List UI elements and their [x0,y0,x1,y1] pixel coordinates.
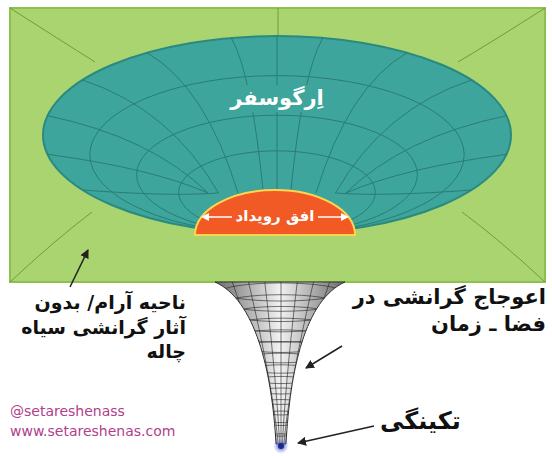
leader-line [306,346,342,368]
plane-grid [10,8,545,282]
singularity-glow [273,438,289,454]
ergosphere-region: اِرگوسفر افق رویداد [42,35,512,235]
funnel-mesh [216,282,346,446]
watermark: www.setareshenas.com [10,422,230,440]
leader-line [70,250,88,287]
ergosphere-ellipse [43,36,511,234]
arrow-head [201,213,209,221]
region-label: افق رویداد [232,207,319,227]
ergosphere-grid [48,37,507,234]
watermark: @setareshenass [10,402,210,420]
event-horizon: افق رویداد [195,190,355,235]
event-horizon-dome [195,190,355,235]
singularity-point [278,443,284,449]
flat-spacetime-plane [10,8,545,282]
region-label: اِرگوسفر [226,85,328,112]
region-callout: تکینگی [380,406,461,437]
leader-line [298,426,374,443]
gravity-well-funnel [215,282,345,444]
arrow-head [341,213,349,221]
region-callout: اعوجاج گرانشی در فضا ـ زمان [340,284,546,339]
region-callout: ناحیه آرام/ بدون آثار گرانشی سیاه چاله [8,290,186,364]
